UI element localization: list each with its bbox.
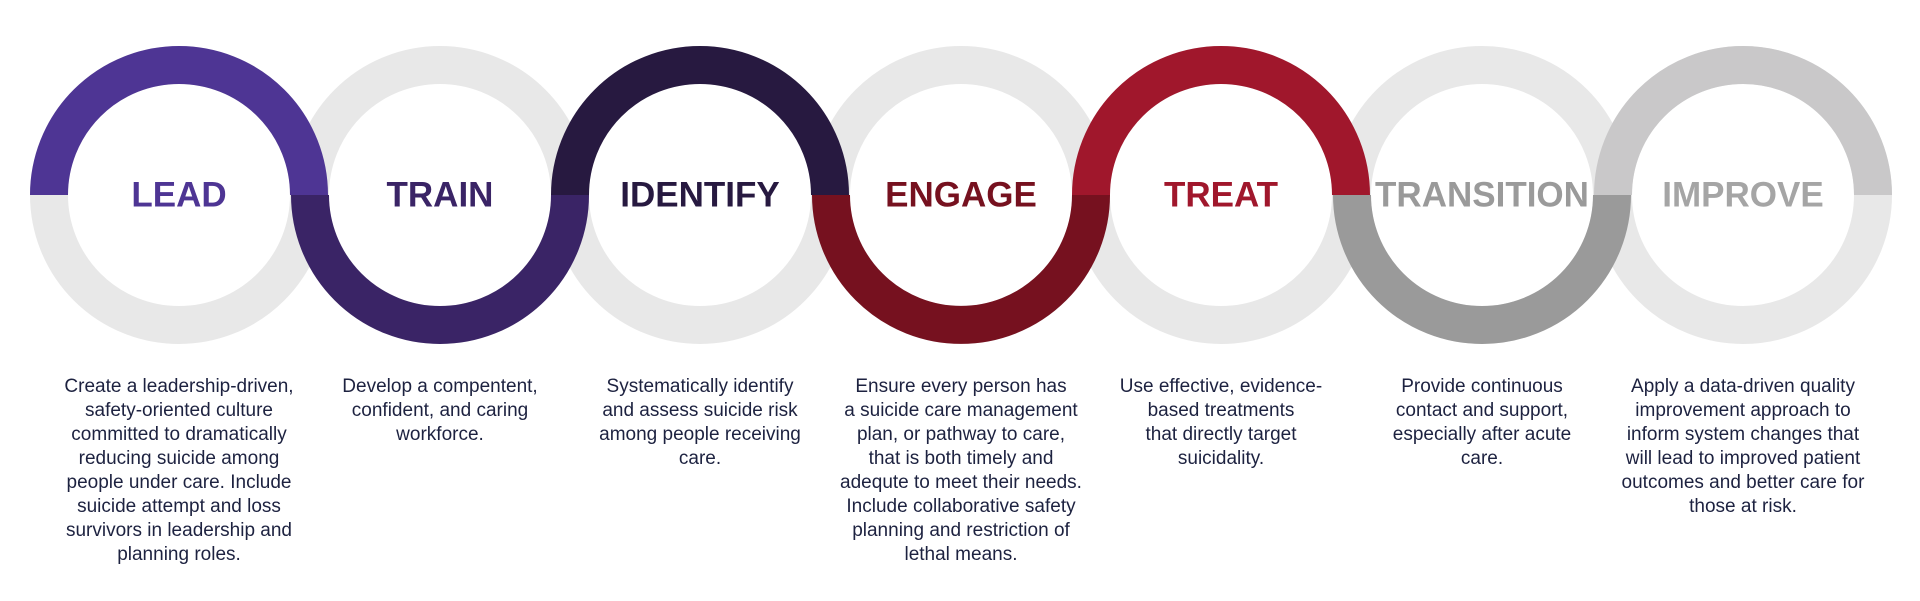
bottom-arc-engage bbox=[812, 194, 1110, 344]
top-arc-improve bbox=[1594, 46, 1892, 196]
step-title-transition: TRANSITION bbox=[1375, 176, 1589, 215]
step-description-improve: Apply a data-driven quality improvement … bbox=[1621, 376, 1865, 517]
highlighted-arcs bbox=[30, 46, 1892, 344]
step-description-train: Develop a compentent, confident, and car… bbox=[342, 376, 538, 445]
top-arc-lead bbox=[30, 46, 328, 196]
step-title-engage: ENGAGE bbox=[885, 176, 1037, 215]
top-arc-treat bbox=[1072, 46, 1370, 196]
step-title-identify: IDENTIFY bbox=[620, 176, 779, 215]
step-title-lead: LEAD bbox=[131, 176, 226, 215]
bottom-arc-train bbox=[291, 194, 589, 344]
step-description-identify: Systematically identify and assess suici… bbox=[599, 376, 801, 469]
step-title-improve: IMPROVE bbox=[1662, 176, 1823, 215]
step-description-engage: Ensure every person has a suicide care m… bbox=[840, 376, 1082, 565]
top-arc-identify bbox=[551, 46, 849, 196]
step-description-lead: Create a leadership-driven, safety-orien… bbox=[64, 376, 294, 565]
bottom-arc-transition bbox=[1333, 194, 1631, 344]
step-description-treat: Use effective, evidence- based treatment… bbox=[1119, 376, 1323, 469]
step-titles: LEAD TRAIN IDENTIFY ENGAGE TREAT TRANSIT… bbox=[131, 176, 1823, 215]
step-title-treat: TREAT bbox=[1164, 176, 1278, 215]
step-title-train: TRAIN bbox=[387, 176, 494, 215]
step-description-transition: Provide continuous contact and support, … bbox=[1392, 376, 1572, 469]
